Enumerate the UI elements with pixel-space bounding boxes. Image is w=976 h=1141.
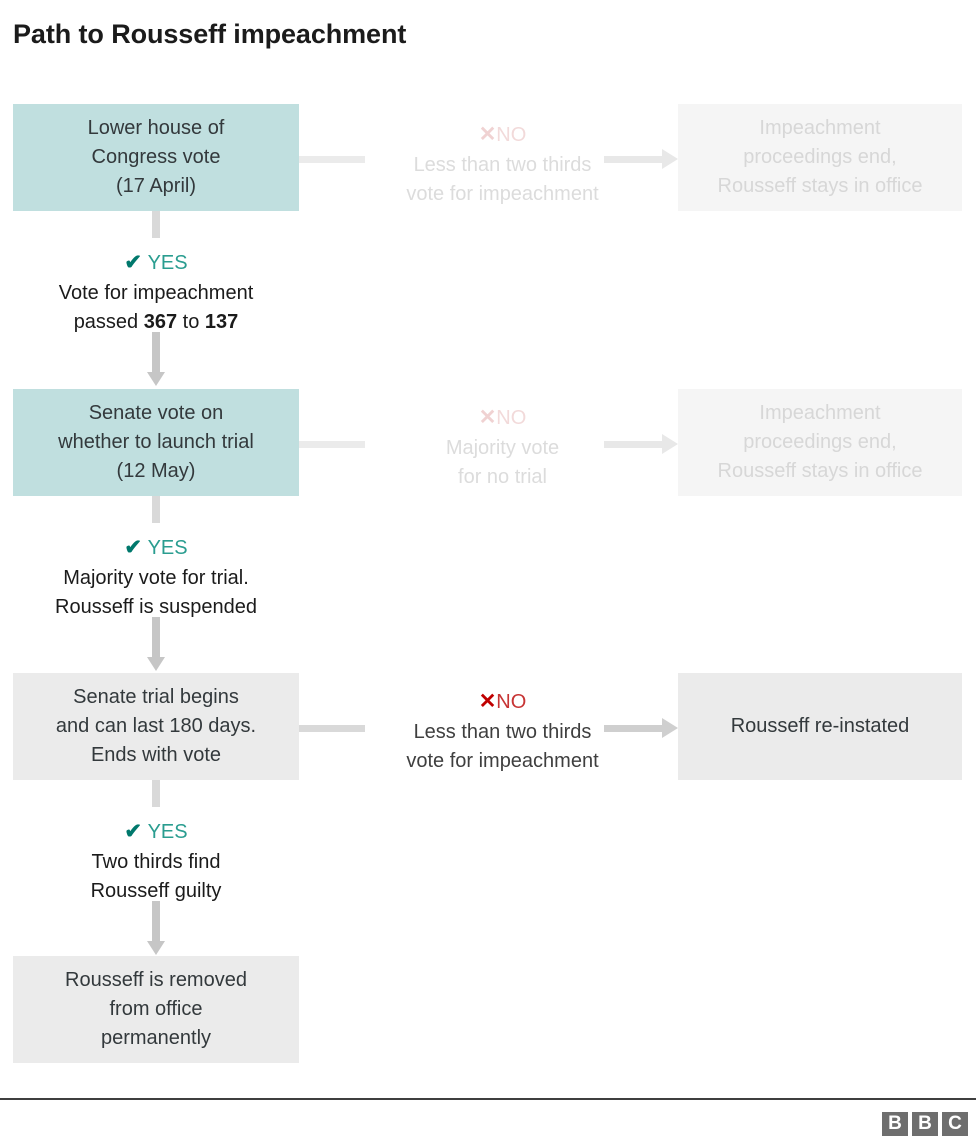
branch-yes-2-word: YES	[147, 537, 188, 559]
connector-arrow-down-1	[147, 332, 165, 386]
connector-line-no-2	[299, 441, 365, 448]
bbc-logo-c: C	[942, 1112, 968, 1136]
bbc-logo: B B C	[882, 1112, 968, 1136]
bbc-logo-b1: B	[882, 1112, 908, 1136]
node-senate-trial-label: Senate trial begins and can last 180 day…	[55, 686, 257, 766]
node-lower-house-vote: Lower house of Congress vote (17 April)	[13, 104, 299, 211]
branch-yes-1-line1: Vote for impeachment	[58, 282, 254, 304]
branch-yes-3-verdict: ✔ YES	[13, 817, 299, 847]
branch-no-3-verdict: ✕NO	[365, 687, 640, 717]
branch-yes-2: ✔ YES Majority vote for trial. Rousseff …	[13, 533, 299, 622]
node-proceedings-end-1: Impeachment proceedings end, Rousseff st…	[678, 104, 962, 211]
branch-no-1-word: NO	[496, 124, 527, 146]
connector-arrow-down-2	[147, 617, 165, 671]
cross-icon: ✕	[478, 123, 497, 146]
branch-no-1-detail: Less than two thirds vote for impeachmen…	[406, 154, 599, 205]
branch-yes-1-verdict: ✔ YES	[13, 248, 299, 278]
node-proceedings-end-1-label: Impeachment proceedings end, Rousseff st…	[717, 117, 923, 197]
check-icon: ✔	[124, 820, 142, 843]
branch-yes-1: ✔ YES Vote for impeachment passed 367 to…	[13, 248, 299, 337]
branch-no-3-detail: Less than two thirds vote for impeachmen…	[406, 721, 599, 772]
connector-arrow-no-1	[604, 149, 678, 169]
node-rousseff-removed: Rousseff is removed from office permanen…	[13, 956, 299, 1063]
yes-1-pre: passed	[73, 311, 144, 333]
connector-stub-2	[147, 496, 165, 523]
cross-icon: ✕	[478, 406, 497, 429]
check-icon: ✔	[124, 536, 142, 559]
connector-line-no-3	[299, 725, 365, 732]
connector-stub-1	[147, 211, 165, 238]
branch-no-1-verdict: ✕NO	[365, 120, 640, 150]
branch-no-1: ✕NO Less than two thirds vote for impeac…	[365, 120, 640, 209]
branch-no-2-detail: Majority vote for no trial	[445, 437, 560, 488]
connector-stub-3	[147, 780, 165, 807]
node-lower-house-vote-label: Lower house of Congress vote (17 April)	[87, 117, 225, 197]
branch-no-3-word: NO	[496, 691, 527, 713]
branch-yes-3-detail: Two thirds find Rousseff guilty	[90, 851, 222, 902]
branch-yes-3: ✔ YES Two thirds find Rousseff guilty	[13, 817, 299, 906]
node-rousseff-reinstated-label: Rousseff re-instated	[730, 715, 910, 737]
branch-no-2: ✕NO Majority vote for no trial	[365, 403, 640, 492]
connector-line-no-1	[299, 156, 365, 163]
node-senate-launch-vote-label: Senate vote on whether to launch trial (…	[58, 402, 254, 482]
bbc-logo-b2: B	[912, 1112, 938, 1136]
votes-against: 137	[204, 311, 239, 333]
branch-no-3: ✕NO Less than two thirds vote for impeac…	[365, 687, 640, 776]
connector-arrow-no-2	[604, 434, 678, 454]
node-rousseff-reinstated: Rousseff re-instated	[678, 673, 962, 780]
node-senate-launch-vote: Senate vote on whether to launch trial (…	[13, 389, 299, 496]
branch-yes-2-verdict: ✔ YES	[13, 533, 299, 563]
branch-yes-1-line2: passed 367 to 137	[13, 308, 299, 337]
branch-yes-3-word: YES	[147, 821, 188, 843]
node-senate-trial: Senate trial begins and can last 180 day…	[13, 673, 299, 780]
branch-no-2-verdict: ✕NO	[365, 403, 640, 433]
yes-1-mid: to	[177, 311, 205, 333]
branch-yes-1-word: YES	[147, 252, 188, 274]
node-proceedings-end-2-label: Impeachment proceedings end, Rousseff st…	[717, 402, 923, 482]
check-icon: ✔	[124, 251, 142, 274]
votes-for: 367	[143, 311, 178, 333]
connector-arrow-down-3	[147, 901, 165, 955]
footer-divider	[0, 1098, 976, 1100]
cross-icon: ✕	[478, 690, 497, 713]
node-proceedings-end-2: Impeachment proceedings end, Rousseff st…	[678, 389, 962, 496]
branch-no-2-word: NO	[496, 407, 527, 429]
page-title: Path to Rousseff impeachment	[13, 19, 407, 49]
branch-yes-2-detail: Majority vote for trial. Rousseff is sus…	[55, 567, 257, 618]
node-rousseff-removed-label: Rousseff is removed from office permanen…	[65, 969, 247, 1049]
connector-arrow-no-3	[604, 718, 678, 738]
